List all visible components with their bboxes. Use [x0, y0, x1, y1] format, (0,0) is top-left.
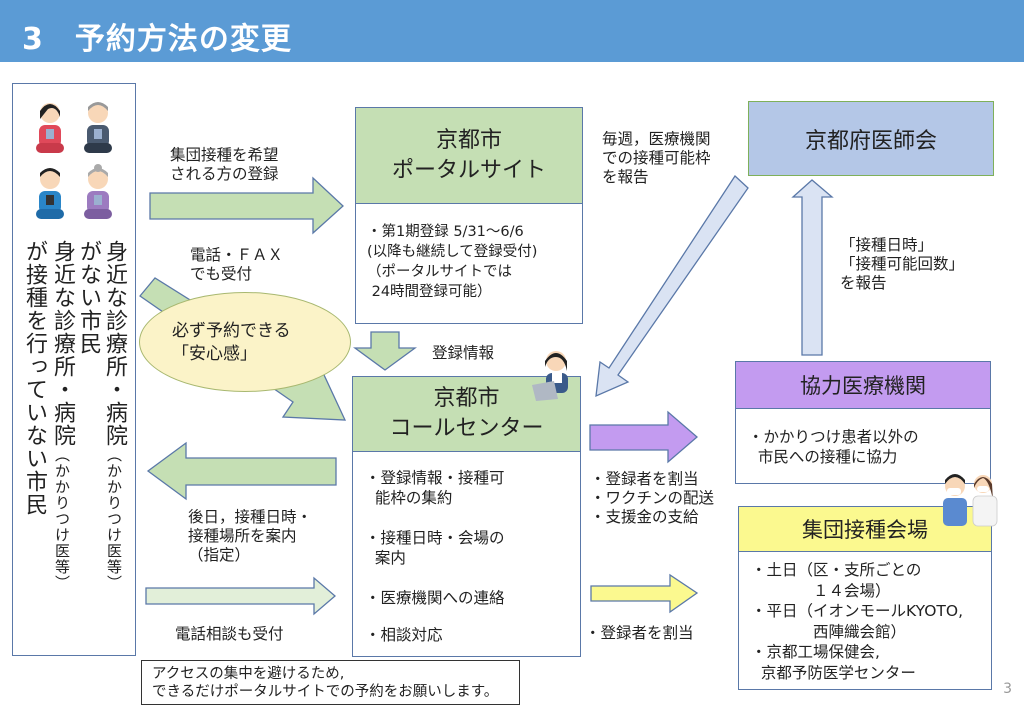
- citizens-column-2-text: 身近な診療所・病院: [50, 240, 75, 447]
- to-venue-label: ・登録者を割当: [585, 624, 694, 642]
- clinics-header: 協力医療機関: [735, 361, 991, 409]
- arrow-weekly-report: [595, 175, 749, 398]
- citizens-column-1-note: （かかりつけ医等）: [105, 447, 123, 591]
- callcenter-header: 京都市 コールセンター: [352, 376, 581, 452]
- notify-label: 後日，接種日時・ 接種場所を案内 （指定）: [188, 508, 313, 564]
- citizens-box: [12, 83, 136, 656]
- arrow-to-venue: [590, 573, 699, 614]
- venue-body: ・土日（区・支所ごとの １４会場） ・平日（イオンモールKYOTO, 西陣織会館…: [751, 561, 964, 682]
- access-note: アクセスの集中を避けるため, できるだけポータルサイトでの予約をお願いします。: [141, 660, 520, 705]
- page-title: 3 予約方法の変更: [22, 22, 292, 57]
- citizens-column-1-text: 身近な診療所・病院: [102, 240, 127, 447]
- arrow-register: [149, 176, 344, 235]
- portal-title: 京都市 ポータルサイト: [391, 127, 546, 183]
- arrow-consult: [145, 576, 336, 616]
- callcenter-item-2: ・接種日時・会場の 案内: [365, 529, 505, 567]
- arrow-upward-report: [791, 179, 834, 356]
- portal-header: 京都市 ポータルサイト: [355, 107, 583, 204]
- citizens-illustration: [36, 102, 112, 219]
- consult-label: 電話相談も受付: [175, 625, 284, 643]
- venue-title: 集団接種会場: [802, 518, 928, 542]
- arrow-reg-info: [353, 331, 417, 371]
- citizens-column-2: 身近な診療所・病院（かかりつけ医等）: [49, 240, 75, 591]
- arrow-notify: [146, 441, 337, 501]
- weekly-report-label: 毎週，医療機関 での接種可能枠 を報告: [602, 130, 711, 186]
- citizens-column-2b-text: が接種を行っていない市民: [22, 240, 47, 516]
- person-boy-icon: [36, 168, 64, 219]
- callcenter-title: 京都市 コールセンター: [389, 386, 544, 441]
- to-clinics-label: ・登録者を割当 ・ワクチンの配送 ・支援金の支給: [590, 470, 715, 526]
- arrow-to-clinics: [589, 410, 698, 464]
- reassurance-ellipse: [139, 292, 351, 392]
- citizens-column-1b-text: がない市民: [76, 240, 101, 355]
- callcenter-item-4: ・相談対応: [365, 626, 443, 644]
- callcenter-item-3: ・医療機関への連絡: [365, 589, 505, 607]
- medical-assoc-title: 京都府医師会: [804, 128, 937, 154]
- citizens-column-1b: がない市民: [76, 240, 101, 355]
- person-woman-icon: [36, 103, 64, 153]
- vaccination-illustration: [943, 474, 998, 527]
- reg-info-label: 登録情報: [432, 344, 495, 362]
- citizens-column-2b: が接種を行っていない市民: [22, 240, 47, 516]
- reassurance-text: 必ず予約できる 「安心感」: [172, 321, 291, 364]
- operator-icon: [532, 351, 568, 401]
- register-label: 集団接種を希望 される方の登録: [170, 146, 279, 183]
- clinics-body: ・かかりつけ患者以外の 市民への接種に協力: [748, 428, 919, 466]
- portal-body: ・第1期登録 5/31～6/6 (以降も継続して登録受付) （ポータルサイトでは…: [367, 224, 538, 300]
- phone-fax-label: 電話・ＦＡＸ でも受付: [190, 246, 284, 283]
- person-elder-man-icon: [84, 102, 112, 153]
- page-number: 3: [1003, 681, 1012, 697]
- person-elder-woman-icon: [84, 164, 112, 219]
- citizens-column-2-note: （かかりつけ医等）: [53, 447, 71, 591]
- citizens-column-1: 身近な診療所・病院（かかりつけ医等）: [101, 240, 127, 591]
- clinics-title: 協力医療機関: [800, 374, 926, 398]
- medical-assoc-box: 京都府医師会: [748, 101, 994, 176]
- upward-report-label: 「接種日時」 「接種可能回数」 を報告: [840, 236, 965, 292]
- callcenter-item-1: ・登録情報・接種可 能枠の集約: [365, 469, 505, 507]
- header-bar: 3 予約方法の変更: [0, 0, 1024, 62]
